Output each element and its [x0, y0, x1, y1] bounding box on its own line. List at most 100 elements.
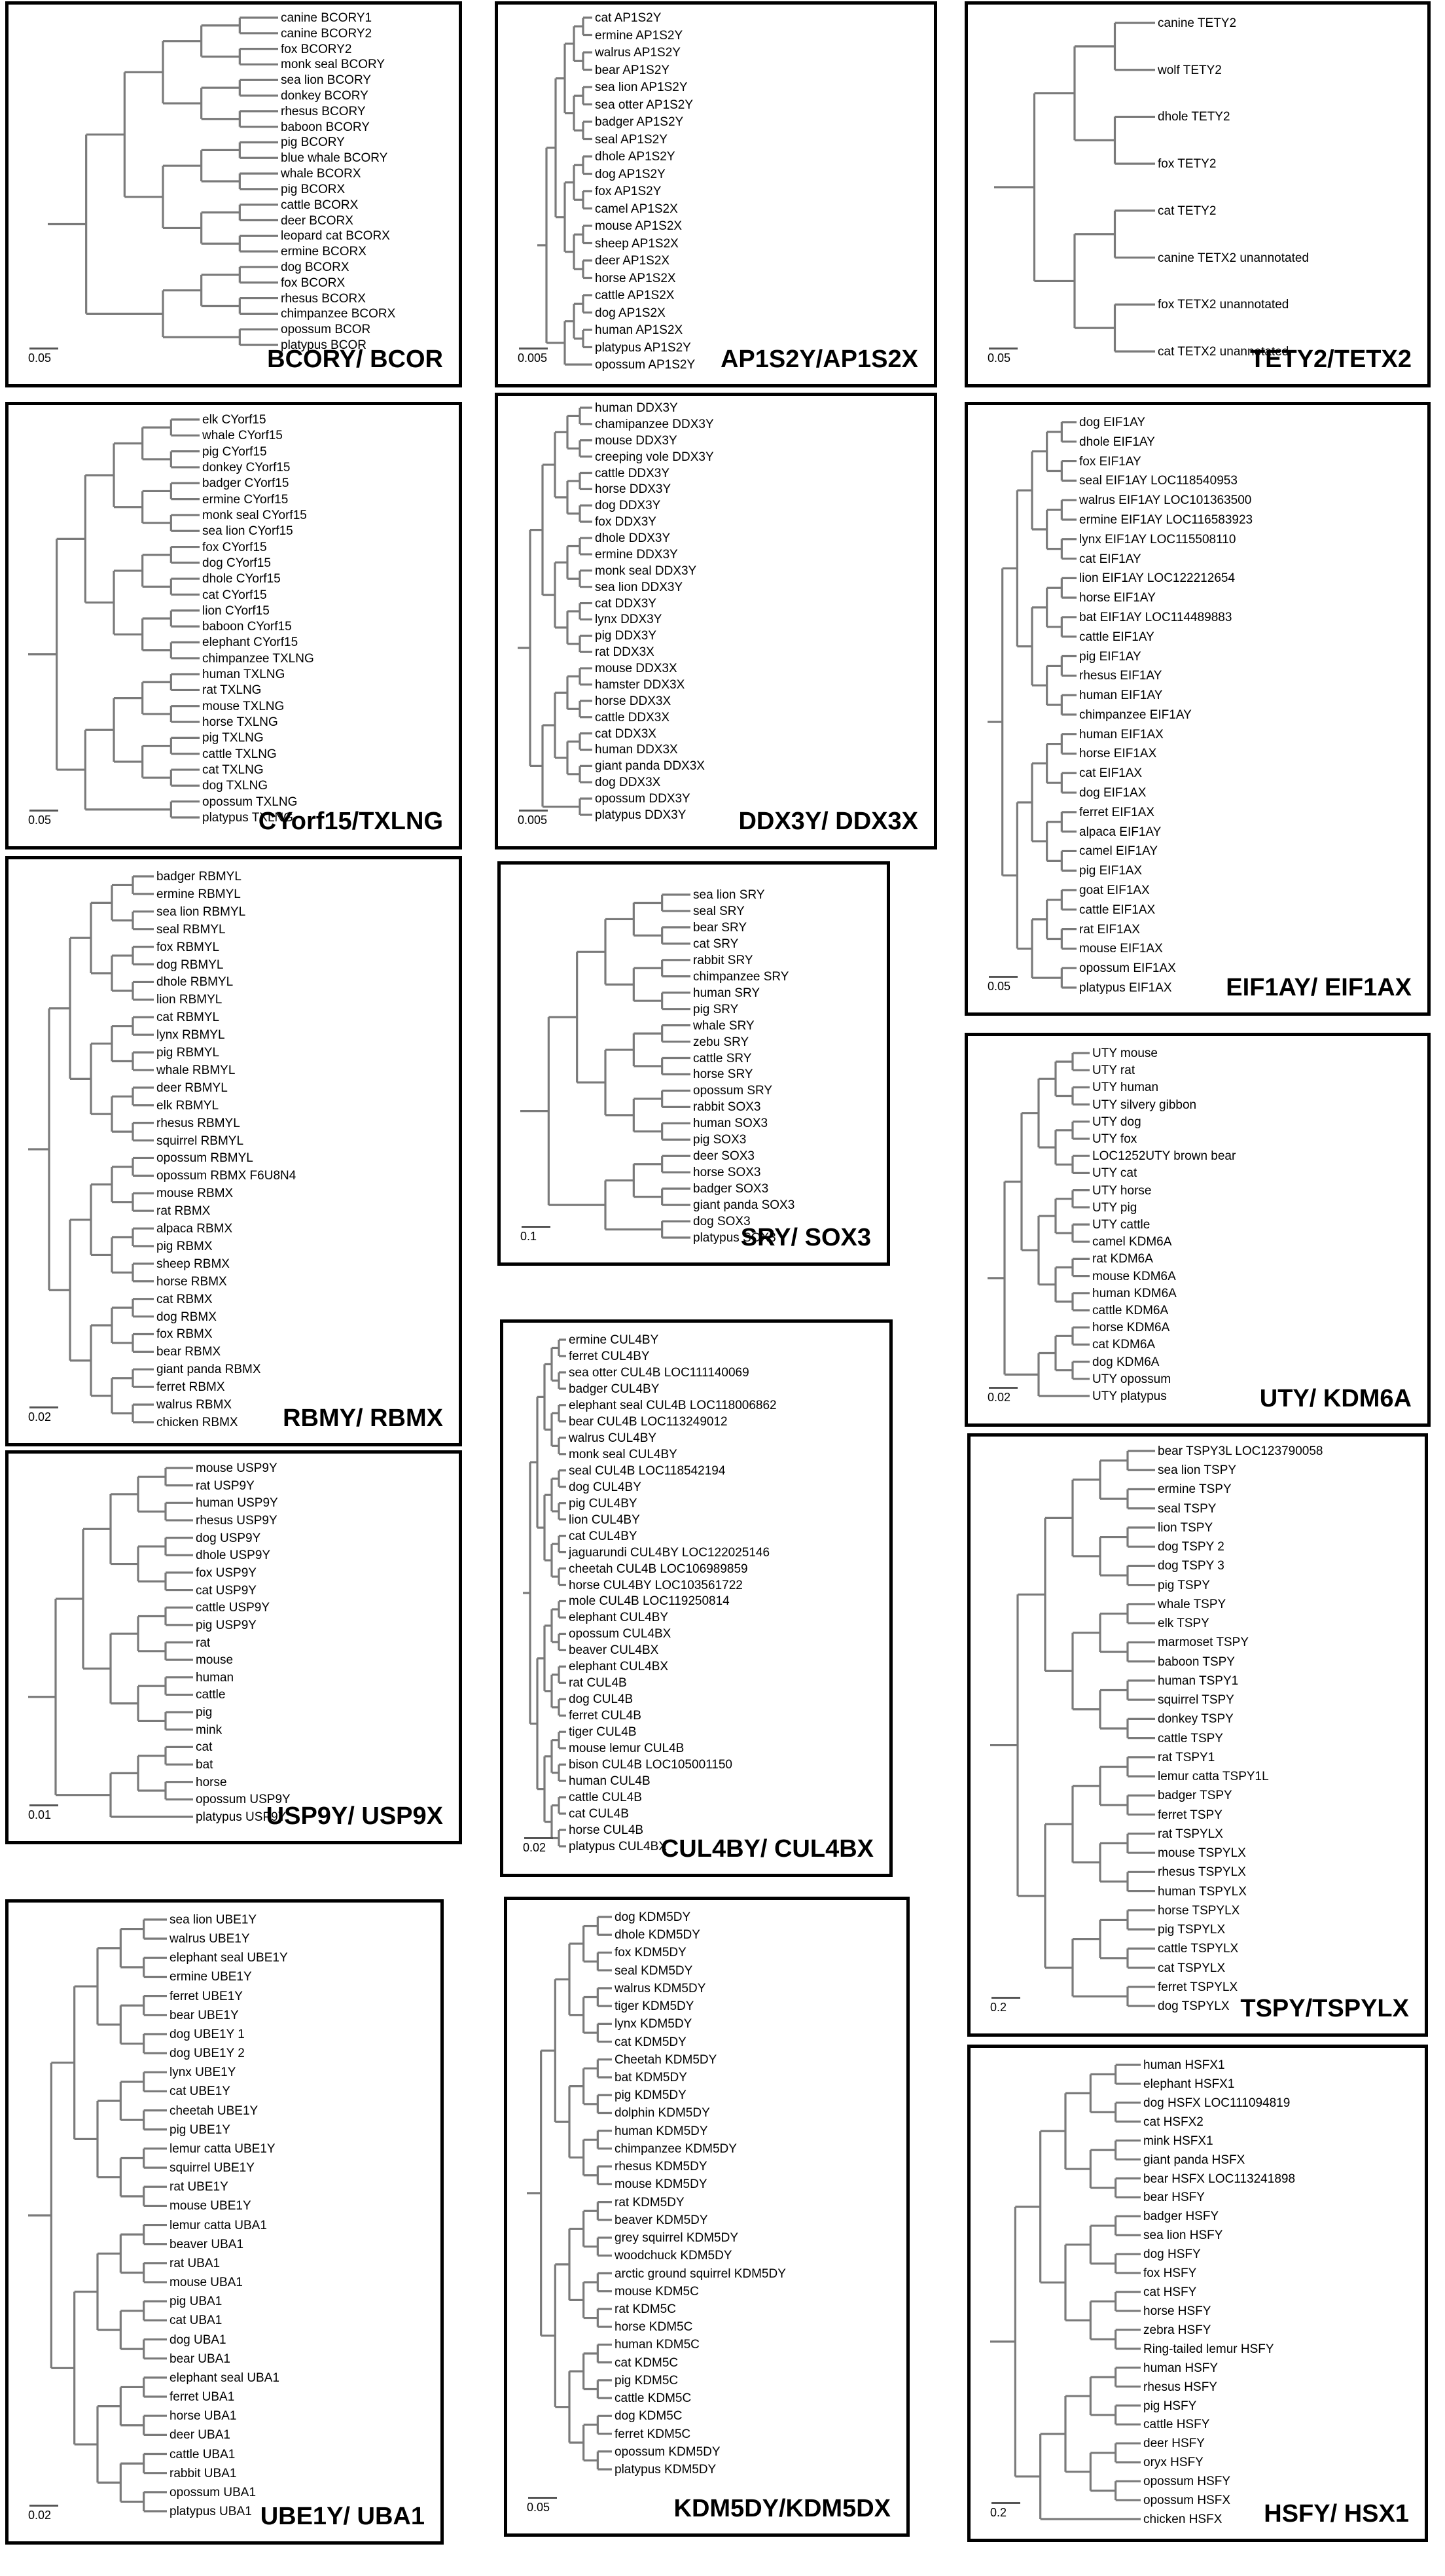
tree-leaf-label: badger CUL4BY — [569, 1382, 660, 1396]
tree-leaf-label: sea lion AP1S2Y — [595, 80, 688, 94]
tree-leaf-label: chimpanzee KDM5DY — [615, 2141, 737, 2156]
tree-leaf-label: cat AP1S2Y — [595, 11, 662, 25]
tree-leaf-label: sea lion HSFY — [1143, 2228, 1223, 2243]
tree-leaf-label: horse HSFY — [1143, 2304, 1211, 2318]
tree-leaf-label: dog CUL4BY — [569, 1480, 641, 1494]
tree-leaf-label: squirrel RBMYL — [156, 1134, 244, 1148]
tree-leaf-label: cattle BCORX — [281, 198, 359, 212]
tree-leaf-label: monk seal CYorf15 — [202, 508, 307, 522]
tree-leaf-label: rat RBMX — [156, 1204, 211, 1219]
tree-leaf-label: cheetah UBE1Y — [169, 2103, 259, 2118]
tree-leaf-label: chimpanzee BCORX — [281, 307, 396, 321]
tree-leaf-label: elephant CUL4BY — [569, 1611, 669, 1625]
tree-leaf-label: lynx RBMYL — [156, 1028, 225, 1043]
tree-leaf-label: badger CYorf15 — [202, 476, 289, 491]
tree-leaf-label: deer HSFY — [1143, 2437, 1205, 2451]
tree-leaf-label: cattle TSPYLX — [1158, 1942, 1239, 1956]
tree-leaf-label: dog AP1S2X — [595, 306, 666, 320]
phylogenetic-tree — [537, 16, 592, 366]
tree-leaf-label: opossum AP1S2Y — [595, 358, 696, 372]
tree-leaf-label: rat KDM5DY — [615, 2195, 685, 2209]
tree-leaf-label: lion TSPY — [1158, 1520, 1213, 1535]
tree-leaf-label: walrus KDM5DY — [615, 1981, 706, 1995]
tree-leaf-label: dog TSPY 3 — [1158, 1559, 1224, 1573]
tree-leaf-label: alpaca EIF1AY — [1079, 825, 1162, 839]
tree-leaf-label: cat TSPYLX — [1158, 1961, 1226, 1975]
tree-leaf-label: mouse KDM5DY — [615, 2177, 707, 2192]
tree-leaf-label: sea lion BCORY — [281, 73, 371, 88]
tree-leaf-label: canine BCORY2 — [281, 26, 372, 41]
tree-leaf-label: platypus EIF1AX — [1079, 981, 1172, 995]
tree-leaf-label: zebra HSFY — [1143, 2323, 1211, 2337]
tree-leaf-label: human USP9Y — [196, 1496, 278, 1511]
tree-leaf-label: seal EIF1AY LOC118540953 — [1079, 474, 1238, 488]
tree-leaf-label: dog EIF1AX — [1079, 786, 1147, 800]
scale-bar — [29, 2505, 58, 2507]
tree-leaf-label: pig HSFY — [1143, 2399, 1197, 2413]
scale-bar-label: 0.05 — [988, 351, 1011, 365]
tree-leaf-label: pig USP9Y — [196, 1618, 257, 1632]
tree-leaf-label: ermine BCORX — [281, 245, 366, 259]
tree-leaf-label: mole CUL4B LOC119250814 — [569, 1594, 730, 1609]
tree-leaf-label: monk seal CUL4BY — [569, 1447, 677, 1461]
tree-leaf-label: horse SRY — [693, 1067, 753, 1082]
tree-leaf-label: rhesus HSFY — [1143, 2380, 1217, 2394]
tree-leaf-label: seal CUL4B LOC118542194 — [569, 1463, 726, 1478]
tree-leaf-label: monk seal BCORY — [281, 58, 385, 72]
tree-leaf-label: beaver UBA1 — [169, 2237, 244, 2251]
tree-leaf-label: UTY dog — [1092, 1115, 1141, 1129]
tree-leaf-label: mouse AP1S2X — [595, 219, 683, 233]
tree-leaf-label: rhesus EIF1AY — [1079, 669, 1162, 683]
tree-leaf-label: UTY platypus — [1092, 1389, 1167, 1403]
tree-leaf-label: UTY fox — [1092, 1132, 1137, 1146]
tree-leaf-label: fox USP9Y — [196, 1565, 257, 1580]
phylogenetic-tree — [988, 1052, 1090, 1397]
tree-leaf-label: whale RBMYL — [156, 1063, 236, 1077]
tree-leaf-label: fox HSFY — [1143, 2266, 1197, 2281]
tree-leaf-label: sea lion SRY — [693, 888, 765, 902]
tree-leaf-label: whale SRY — [693, 1018, 755, 1033]
tree-leaf-label: baboon TSPY — [1158, 1655, 1235, 1669]
tree-leaf-label: lemur catta UBA1 — [169, 2218, 267, 2232]
tree-leaf-label: dog HSFY — [1143, 2247, 1201, 2262]
tree-leaf-label: rat KDM5C — [615, 2302, 676, 2316]
tree-leaf-label: Cheetah KDM5DY — [615, 2052, 717, 2067]
tree-leaf-label: sheep RBMX — [156, 1257, 230, 1271]
tree-leaf-label: dog RBMYL — [156, 957, 224, 972]
tree-leaf-label: sea lion DDX3Y — [595, 580, 683, 594]
tree-leaf-label: cat RBMYL — [156, 1011, 220, 1025]
tree-leaf-label: leopard cat BCORX — [281, 229, 390, 243]
tree-leaf-label: UTY opossum — [1092, 1372, 1171, 1386]
tree-leaf-label: cattle USP9Y — [196, 1601, 270, 1615]
tree-leaf-label: cat CUL4BY — [569, 1529, 637, 1543]
tree-leaf-label: lynx KDM5DY — [615, 2017, 692, 2031]
tree-leaf-label: lion RBMYL — [156, 993, 223, 1007]
tree-leaf-label: chimpanzee EIF1AY — [1079, 707, 1192, 722]
tree-leaf-label: dog UBA1 — [169, 2333, 226, 2347]
tree-leaf-label: mouse lemur CUL4B — [569, 1742, 685, 1756]
tree-leaf-label: cattle UBA1 — [169, 2447, 236, 2461]
tree-leaf-label: deer AP1S2X — [595, 254, 670, 268]
tree-leaf-label: fox DDX3Y — [595, 515, 656, 529]
tree-leaf-label: human DDX3X — [595, 743, 678, 757]
tree-leaf-label: cat KDM5DY — [615, 2035, 687, 2049]
tree-leaf-label: horse DDX3X — [595, 694, 671, 708]
tree-leaf-label: cattle CUL4B — [569, 1791, 642, 1805]
phylogenetic-tree — [520, 893, 690, 1239]
tree-leaf-label: rhesus BCORX — [281, 291, 366, 306]
tree-leaf-label: woodchuck KDM5DY — [615, 2249, 732, 2263]
tree-leaf-label: human TSPYLX — [1158, 1884, 1247, 1899]
tree-leaf-label: platypus CUL4BX — [569, 1840, 667, 1853]
tree-leaf-label: rat DDX3X — [595, 645, 654, 660]
tree-leaf-label: pig DDX3Y — [595, 629, 656, 643]
tree-leaf-label: dog RBMX — [156, 1310, 217, 1324]
tree-leaf-label: human HSFX1 — [1143, 2058, 1225, 2072]
tree-leaf-label: dog TXLNG — [202, 779, 268, 793]
tree-leaf-label: UTY mouse — [1092, 1046, 1158, 1060]
tree-leaf-label: baboon BCORY — [281, 120, 370, 134]
tree-leaf-label: blue whale BCORY — [281, 151, 388, 166]
